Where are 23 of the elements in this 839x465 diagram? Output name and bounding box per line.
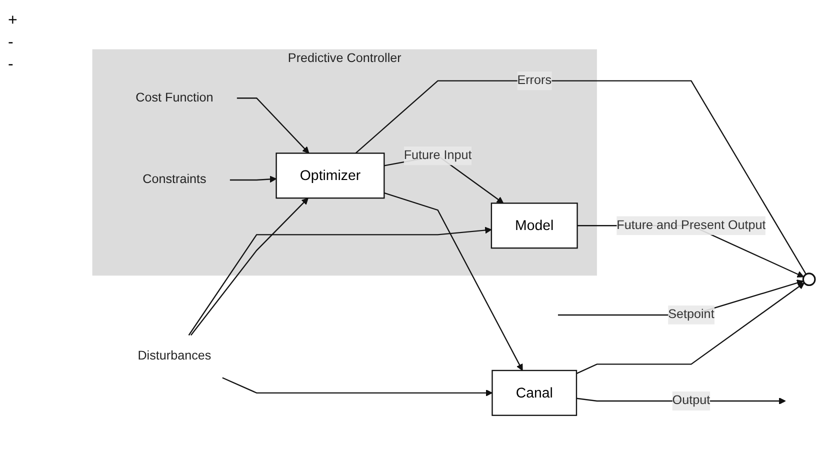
sign-label: - bbox=[8, 56, 14, 74]
edge-label: Output bbox=[672, 394, 710, 408]
edge-label: Future Input bbox=[404, 148, 472, 162]
arrow bbox=[384, 192, 523, 371]
arrow bbox=[222, 377, 493, 397]
node-box: Optimizer bbox=[276, 152, 385, 199]
connector bbox=[355, 80, 807, 275]
arrow bbox=[230, 176, 277, 183]
sign-label: - bbox=[8, 34, 14, 52]
node-box: Canal bbox=[492, 370, 578, 416]
edge-label: Setpoint bbox=[668, 308, 714, 322]
arrow bbox=[576, 282, 805, 374]
node-circle bbox=[802, 272, 816, 286]
edge-label: Future and Present Output bbox=[616, 218, 766, 232]
node-text: Cost Function bbox=[136, 91, 214, 105]
node-text: Disturbances bbox=[138, 350, 212, 363]
arrow bbox=[190, 198, 308, 336]
node-text: Constraints bbox=[142, 173, 206, 186]
sign-label: + bbox=[8, 12, 18, 30]
arrow bbox=[236, 98, 310, 154]
node-box: Model bbox=[490, 202, 578, 249]
arrow bbox=[188, 226, 492, 336]
edge-label: Errors bbox=[517, 74, 552, 88]
